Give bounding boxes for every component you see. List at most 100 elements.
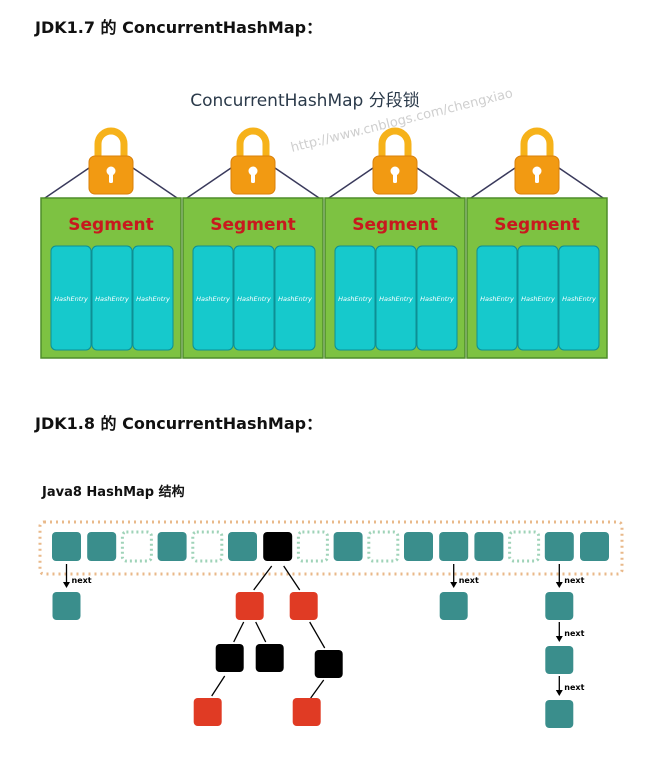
tree-node-black	[215, 644, 244, 672]
chain-node	[545, 646, 574, 674]
hash-entry-label: HashEntry	[480, 295, 514, 303]
keyhole-icon	[248, 166, 258, 176]
segment-lock-diagram: ConcurrentHashMap 分段锁 http://www.cnblogs…	[40, 86, 608, 359]
hash-entry-label: HashEntry	[237, 295, 271, 303]
bucket	[157, 532, 187, 561]
lock-shackle-icon	[236, 127, 270, 162]
lock-shackle-icon	[94, 127, 128, 162]
arrow-head-icon	[555, 582, 563, 588]
hash-entry-box	[334, 245, 376, 351]
empty-bucket	[508, 530, 541, 563]
arrow-head-icon	[63, 582, 70, 588]
keyhole-icon	[251, 172, 255, 183]
hash-entry-box	[375, 245, 417, 351]
bucket	[333, 532, 363, 561]
bucket	[228, 532, 257, 561]
keyhole-icon	[393, 172, 397, 183]
bucket	[87, 532, 117, 561]
tree-edge	[309, 621, 326, 649]
tree-node-red	[193, 698, 222, 726]
hash-entry-label: HashEntry	[95, 295, 129, 303]
empty-bucket	[296, 530, 329, 563]
diagram-title: ConcurrentHashMap 分段锁	[190, 91, 419, 111]
bucket	[474, 532, 504, 561]
bucket	[404, 532, 433, 561]
segment-label: Segment	[494, 215, 579, 235]
next-label: next	[564, 629, 584, 638]
lock-shackle-icon	[520, 127, 554, 162]
segment-label: Segment	[68, 215, 153, 235]
keyhole-icon	[109, 172, 113, 183]
bucket-array-border	[38, 520, 624, 576]
lock-connector-line	[325, 167, 374, 201]
keyhole-icon	[390, 166, 400, 176]
hash-entry-box	[192, 245, 234, 351]
chain-node	[545, 700, 574, 728]
tree-root-bucket	[263, 532, 293, 561]
heading-jdk18: JDK1.8 的 ConcurrentHashMap：	[35, 414, 323, 433]
tree-edge	[283, 565, 301, 591]
keyhole-icon	[106, 166, 116, 176]
hash-entry-label: HashEntry	[521, 295, 555, 303]
hash-entry-box	[476, 245, 518, 351]
keyhole-icon	[532, 166, 542, 176]
tree-edge	[211, 675, 226, 697]
hash-entry-label: HashEntry	[136, 295, 170, 303]
next-label: next	[459, 576, 479, 585]
chain-node	[52, 592, 81, 620]
lock-shackle-icon	[378, 127, 412, 162]
keyhole-icon	[535, 172, 539, 183]
empty-bucket	[367, 530, 400, 563]
segment-label: Segment	[210, 215, 295, 235]
chain-node	[439, 592, 468, 620]
chain-node	[545, 592, 574, 620]
tree-node-red	[289, 592, 318, 620]
arrow-head-icon	[555, 690, 563, 696]
tree-edge	[255, 621, 267, 643]
bucket	[580, 532, 609, 561]
hash-entry-box	[132, 245, 174, 351]
next-label: next	[564, 576, 584, 585]
hash-entry-label: HashEntry	[54, 295, 88, 303]
next-label: next	[72, 576, 92, 585]
hash-entry-box	[416, 245, 458, 351]
bucket	[52, 532, 81, 561]
empty-bucket	[120, 530, 153, 563]
tree-edge	[310, 679, 325, 699]
lock-connector-line	[183, 167, 232, 201]
hash-entry-box	[50, 245, 92, 351]
segment-label: Segment	[352, 215, 437, 235]
hash-entry-label: HashEntry	[562, 295, 596, 303]
lock-connector-line	[467, 167, 516, 201]
next-label: next	[564, 683, 584, 692]
hash-entry-label: HashEntry	[338, 295, 372, 303]
heading-jdk17: JDK1.7 的 ConcurrentHashMap：	[35, 18, 323, 37]
lock-connector-line	[132, 167, 181, 201]
lock-connector-line	[41, 167, 90, 201]
tree-edge	[233, 621, 245, 643]
empty-bucket	[191, 530, 224, 563]
lock-connector-line	[416, 167, 465, 201]
bucket	[544, 532, 574, 561]
diagram-subtitle: Java8 HashMap 结构	[41, 484, 185, 500]
hash-entry-label: HashEntry	[379, 295, 413, 303]
hash-entry-box	[274, 245, 316, 351]
tree-node-red	[235, 592, 264, 620]
lock-connector-line	[558, 167, 607, 201]
arrow-head-icon	[555, 636, 563, 642]
tree-node-black	[314, 650, 343, 678]
lock-connector-line	[274, 167, 323, 201]
hash-entry-box	[91, 245, 133, 351]
arrow-head-icon	[450, 582, 458, 588]
hashmap-tree-diagram: Java8 HashMap 结构 next next next next next	[38, 484, 624, 728]
tree-node-black	[255, 644, 284, 672]
hash-entry-box	[517, 245, 559, 351]
hash-entry-label: HashEntry	[420, 295, 454, 303]
bucket	[439, 532, 469, 561]
hash-entry-label: HashEntry	[196, 295, 230, 303]
tree-edge	[253, 565, 273, 591]
hash-entry-label: HashEntry	[278, 295, 312, 303]
hash-entry-box	[558, 245, 600, 351]
hash-entry-box	[233, 245, 275, 351]
tree-node-red	[292, 698, 321, 726]
